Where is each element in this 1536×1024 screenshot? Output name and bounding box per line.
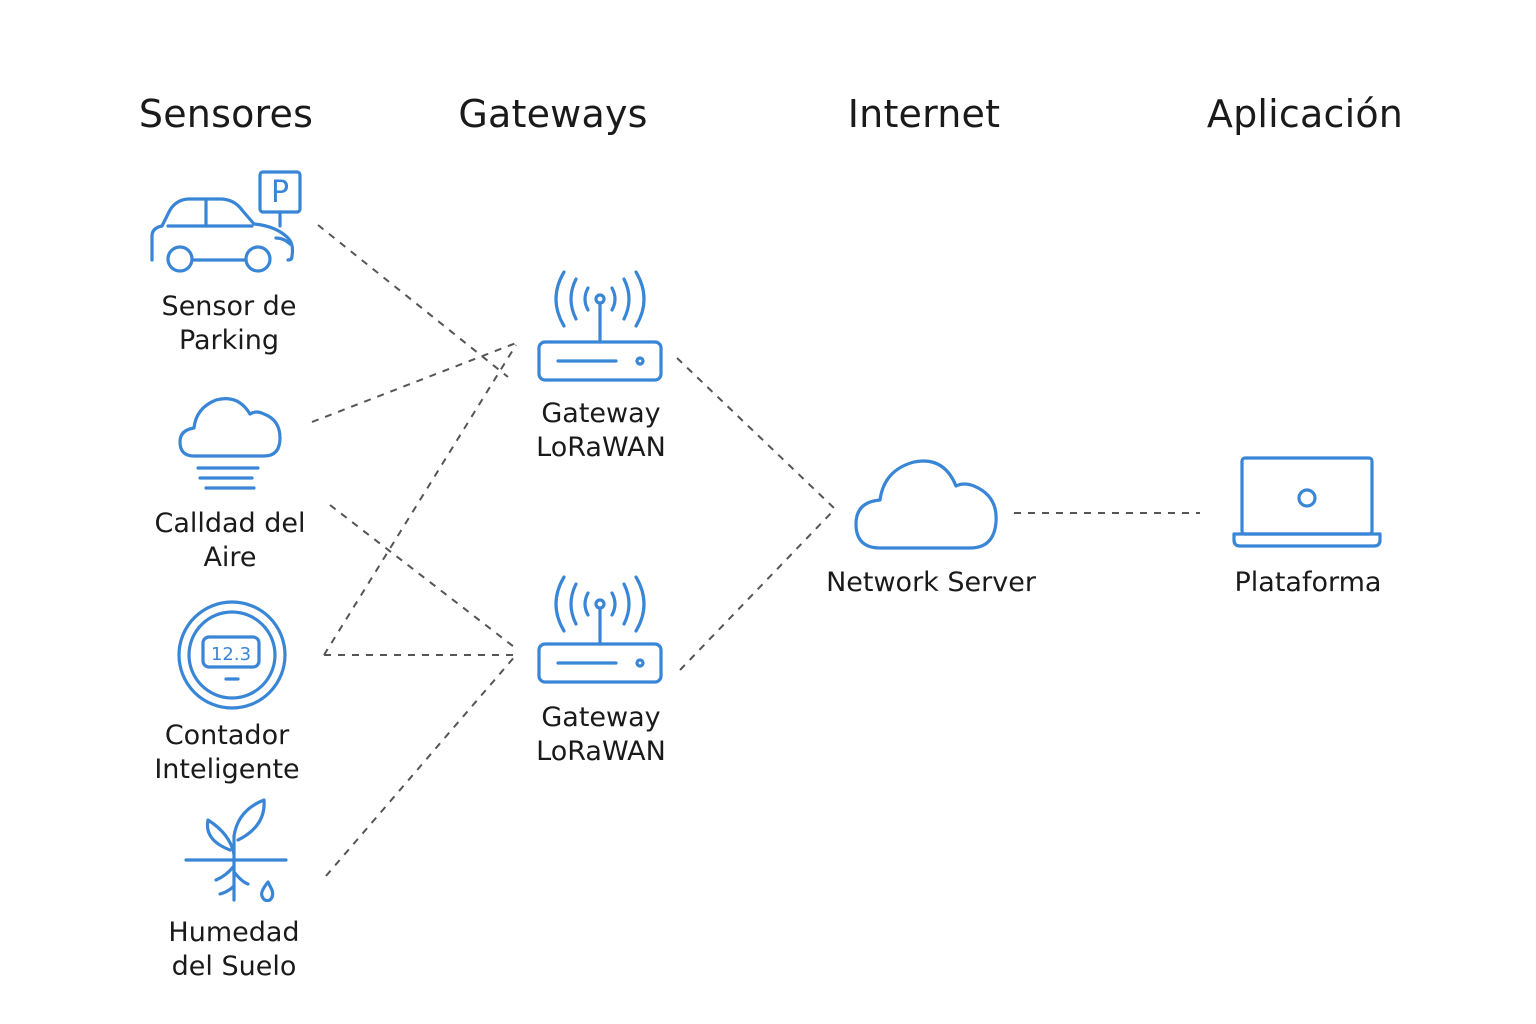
column-title-sensors: Sensores — [138, 92, 314, 136]
laptop-icon — [1232, 456, 1382, 548]
link-gateway1-server — [676, 357, 835, 509]
link-air-gateway1 — [311, 342, 517, 423]
parking-sign-letter: P — [271, 175, 289, 210]
column-title-internet: Internet — [847, 92, 1001, 136]
column-title-application: Aplicación — [1206, 92, 1404, 136]
cloud-icon — [854, 459, 998, 550]
link-parking-gateway1 — [317, 224, 509, 378]
link-air-gateway2 — [329, 504, 519, 651]
platform-label: Plataforma — [1234, 567, 1382, 598]
cloud-wind-icon — [178, 397, 282, 490]
column-title-gateways: Gateways — [458, 92, 648, 136]
link-meter-gateway1 — [323, 344, 517, 656]
router-antenna-icon — [537, 270, 663, 382]
soil-plant-icon — [184, 798, 288, 903]
link-gateway2-server — [679, 509, 835, 671]
smart-meter-icon: 12.3 — [177, 600, 287, 710]
parking-car-icon: P — [150, 170, 302, 273]
router-antenna-icon — [537, 575, 663, 684]
network-server-label: Network Server — [826, 567, 1036, 598]
link-soil-gateway2 — [325, 654, 517, 877]
meter-display-value: 12.3 — [211, 644, 251, 665]
